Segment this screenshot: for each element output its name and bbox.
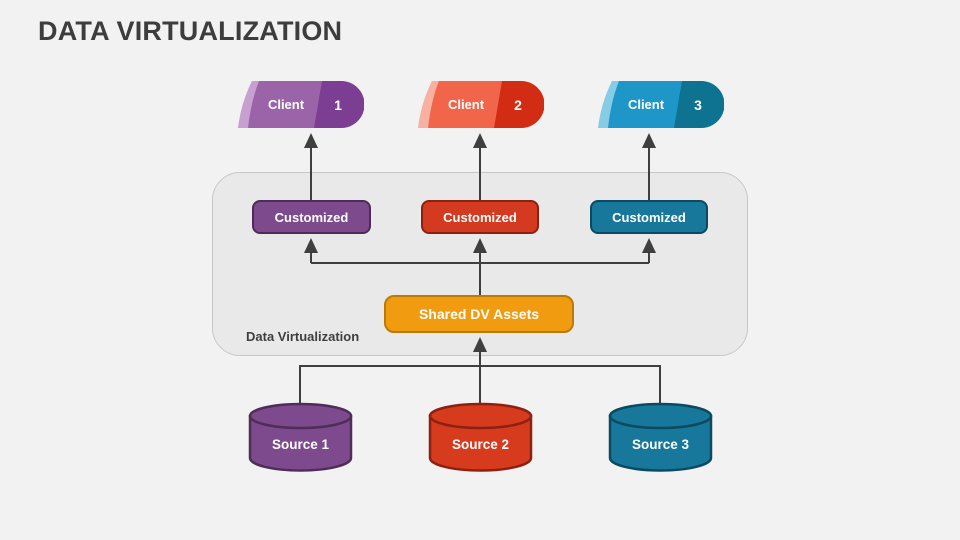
source-2-cylinder: Source 2 [428, 402, 533, 473]
panel-label: Data Virtualization [246, 329, 360, 344]
customized-box-1: Customized [252, 200, 371, 234]
customized-box-3: Customized [590, 200, 708, 234]
client-3-label: Client [627, 97, 665, 112]
source-1-cylinder: Source 1 [248, 402, 353, 473]
client-2-label: Client [447, 97, 485, 112]
source-1-label: Source 1 [271, 436, 330, 452]
client-ribbon-fold [598, 81, 619, 128]
client-1-label: Client [267, 97, 305, 112]
shared-dv-assets-box: Shared DV Assets [384, 295, 574, 333]
client-ribbon-fold [418, 81, 439, 128]
cylinder-body [428, 414, 533, 472]
cylinder-body [248, 414, 353, 472]
client-ribbon-fold [238, 81, 259, 128]
cylinder-top [428, 402, 533, 430]
source-3-cylinder: Source 3 [608, 402, 713, 473]
source-3-label: Source 3 [631, 436, 690, 452]
source-2-label: Source 2 [451, 436, 510, 452]
client-ribbon-cap [674, 81, 724, 128]
client-ribbon-cap [314, 81, 364, 128]
client-1-shape: Client 1 [238, 81, 364, 128]
cylinder-top [248, 402, 353, 430]
client-2-number: 2 [514, 96, 522, 113]
client-3-number: 3 [694, 96, 702, 113]
cylinder-top [608, 402, 713, 430]
client-3-shape: Client 3 [598, 81, 724, 128]
client-2-shape: Client 2 [418, 81, 544, 128]
page-title: DATA VIRTUALIZATION [38, 16, 343, 46]
customized-box-2: Customized [421, 200, 539, 234]
client-1-number: 1 [334, 96, 342, 113]
client-ribbon-cap [494, 81, 544, 128]
cylinder-body [608, 414, 713, 472]
